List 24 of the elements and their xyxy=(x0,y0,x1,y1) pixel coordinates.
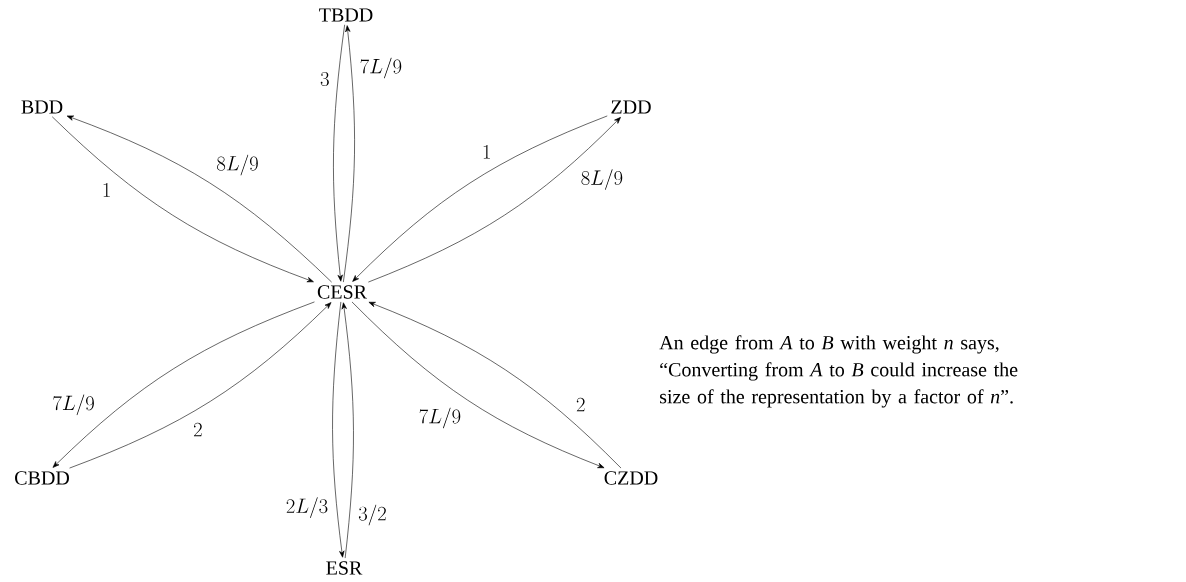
arrow xyxy=(333,24,345,282)
arrow xyxy=(341,302,354,559)
node-label: ZDD xyxy=(611,100,651,114)
node-label: BDD xyxy=(21,100,63,114)
node-label: ESR xyxy=(326,561,363,575)
edge-label: $1$ xyxy=(483,144,490,159)
edge-label: $3$ xyxy=(320,72,329,87)
edge-label: $2L/3$ xyxy=(286,497,328,518)
arrow xyxy=(332,301,345,558)
node-label: CZDD xyxy=(604,471,658,485)
edge-label: $2$ xyxy=(193,422,202,437)
edge-label: $7L/9$ xyxy=(360,57,402,79)
node-label: CESR xyxy=(317,285,367,299)
arrow xyxy=(343,25,355,283)
edge-label: $3/2$ xyxy=(358,504,386,526)
edge-label: $2$ xyxy=(576,397,585,412)
node-label: CBDD xyxy=(15,471,69,485)
edge-label: $7L/9$ xyxy=(53,394,94,416)
edge-label: $8L/9$ xyxy=(581,169,623,190)
edge-label: $8L/9$ xyxy=(217,154,258,176)
edge-label: $1$ xyxy=(103,183,110,197)
node-label: TBDD xyxy=(319,8,373,22)
note-text: An edge from A to B with weight n says, “Converting from A to B could increase the size of the representation by a factor of n”. xyxy=(659,335,1018,408)
edge-label: $7L/9$ xyxy=(419,407,461,429)
